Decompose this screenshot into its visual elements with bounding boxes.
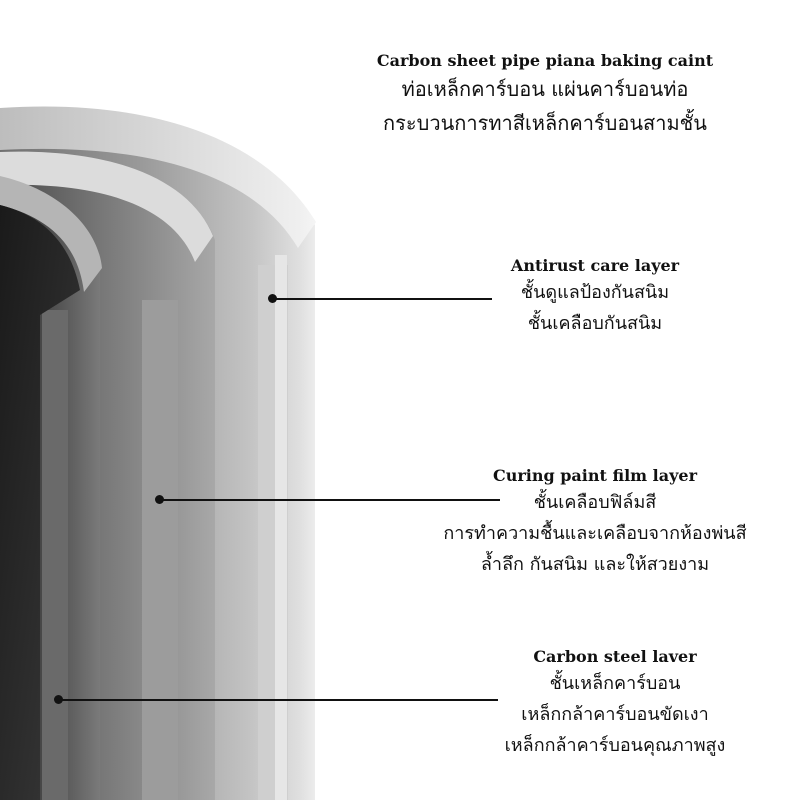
header-title-th-1: ท่อเหล็กคาร์บอน แผ่นคาร์บอนท่อ: [401, 77, 689, 101]
layer-antirust-line-2: ชั้นเคลือบกันสนิม: [527, 313, 663, 334]
inner-rim: [0, 176, 102, 292]
header-title-th-2: กระบวนการทาสีเหล็กคาร์บอนสามชั้น: [383, 111, 707, 135]
pipe-core: [0, 205, 80, 800]
layer-carbon-steel-line-3: เหล็กกล้าคาร์บอนคุณภาพสูง: [504, 735, 726, 756]
layer-paint-film-line-1: ชั้นเคลือบฟิล์มสี: [533, 492, 657, 513]
layer-antirust: Antirust care layer ชั้นดูแลป้องกันสนิม …: [480, 255, 710, 339]
layer-paint-film: Curing paint film layer ชั้นเคลือบฟิล์มส…: [400, 465, 790, 580]
layer-antirust-line-1: ชั้นดูแลป้องกันสนิม: [520, 282, 670, 303]
callout-dot-paint: [155, 495, 164, 504]
layer-antirust-title: Antirust care layer: [510, 256, 680, 275]
callout-line-paint: [163, 499, 500, 501]
header-title-en: Carbon sheet pipe piana baking caint: [376, 51, 714, 70]
layer-paint-film-line-3: ล้ำลึก กันสนิม และให้สวยงาม: [480, 554, 710, 575]
inner-face: [42, 310, 68, 800]
layer-carbon-steel: Carbon steel laver ชั้นเหล็กคาร์บอน เหล็…: [480, 646, 750, 761]
layer-carbon-steel-title: Carbon steel laver: [533, 647, 697, 666]
header-block: Carbon sheet pipe piana baking caint ท่อ…: [330, 50, 760, 140]
outer-face-highlight: [275, 255, 287, 800]
shell-shadow: [300, 180, 360, 800]
outer-rim: [0, 106, 316, 248]
middle-face: [142, 300, 178, 800]
callout-line-steel: [62, 699, 498, 701]
callout-line-antirust: [276, 298, 492, 300]
layer-paint-film-title: Curing paint film layer: [492, 466, 698, 485]
callout-dot-antirust: [268, 294, 277, 303]
layer-paint-film-line-2: การทำความชื้นและเคลือบจากห้องพ่นสี: [443, 523, 747, 544]
layer-carbon-steel-line-2: เหล็กกล้าคาร์บอนขัดเงา: [521, 704, 709, 725]
callout-dot-steel: [54, 695, 63, 704]
layer-carbon-steel-line-1: ชั้นเหล็กคาร์บอน: [549, 673, 681, 694]
middle-rim: [0, 151, 213, 262]
